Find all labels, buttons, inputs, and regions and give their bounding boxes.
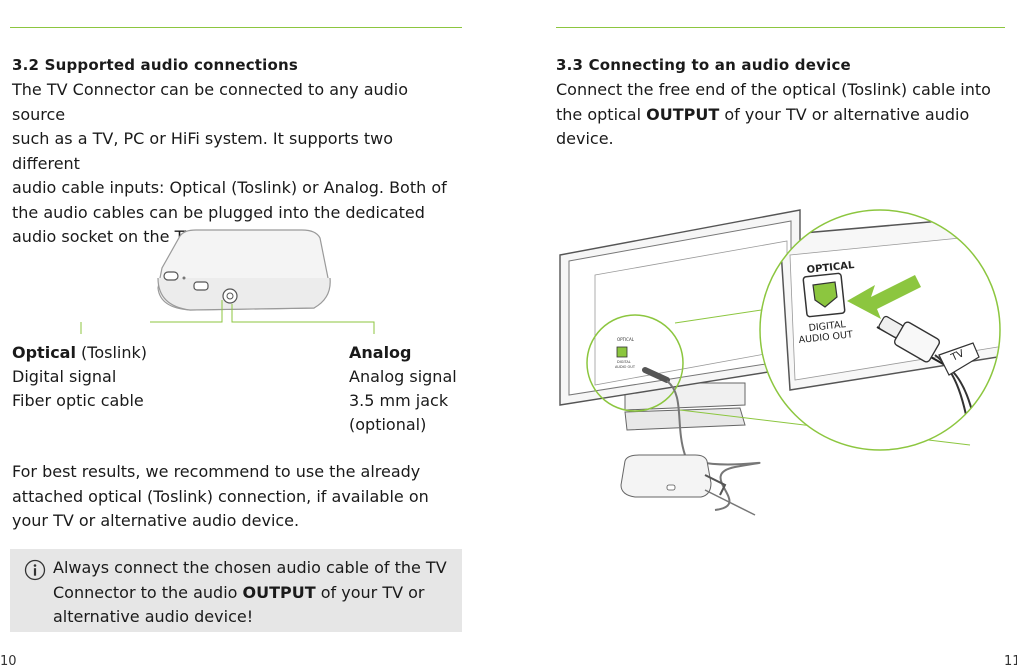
analog-line: 3.5 mm jack (349, 391, 449, 410)
intro-line: such as a TV, PC or HiFi system. It supp… (12, 129, 394, 173)
optical-line: Digital signal (12, 367, 117, 386)
note-output-bold: OUTPUT (242, 582, 316, 602)
note-line: Connector to the audio (53, 582, 243, 602)
port-label-optical: OPTICAL (806, 260, 855, 276)
top-rule-left (10, 27, 462, 28)
note-box: Always connect the chosen audio cable of… (10, 549, 462, 632)
connect-line: Connect the free end of the optical (Tos… (556, 80, 991, 99)
page-number-right: 11 (1004, 654, 1017, 669)
info-icon (24, 559, 46, 581)
note-text: Always connect the chosen audio cable of… (53, 556, 453, 630)
section-heading-3-2: 3.2 Supported audio connections (12, 56, 299, 74)
tv-connection-illustration: OPTICAL DIGITAL AUDIO OUT OPTICAL DIGITA… (559, 209, 1001, 516)
connect-line: device. (556, 129, 614, 148)
recommend-line: For best results, we recommend to use th… (12, 462, 421, 481)
callout-line-ends (80, 322, 375, 334)
section-heading-3-3: 3.3 Connecting to an audio device (556, 56, 851, 74)
analog-description: Analog Analog signal 3.5 mm jack (option… (349, 341, 457, 437)
recommend-line: attached optical (Toslink) connection, i… (12, 486, 429, 506)
optical-line: Fiber optic cable (12, 391, 144, 410)
analog-line: (optional) (349, 415, 427, 434)
small-port-label-3: AUDIO OUT (615, 365, 636, 369)
tv-connector-device-illustration (150, 229, 375, 328)
connect-output-bold: OUTPUT (646, 104, 720, 124)
recommendation-paragraph: For best results, we recommend to use th… (12, 460, 452, 534)
port-label-digital: DIGITAL (808, 319, 847, 334)
intro-paragraph: The TV Connector can be connected to any… (12, 78, 464, 250)
intro-line: The TV Connector can be connected to any… (12, 80, 409, 124)
analog-line: Analog signal (349, 367, 457, 386)
connect-paragraph: Connect the free end of the optical (Tos… (556, 78, 996, 152)
recommend-line: your TV or alternative audio device. (12, 511, 300, 530)
small-port-label-2: DIGITAL (617, 360, 631, 364)
optical-title-suffix: (Toslink) (75, 343, 147, 362)
page-number-left: 10 (0, 654, 17, 669)
intro-line: the audio cables can be plugged into the… (12, 202, 425, 222)
optical-description: Optical (Toslink) Digital signal Fiber o… (12, 341, 147, 413)
cable-tag-tv: TV (949, 348, 966, 364)
note-line: alternative audio device! (53, 607, 254, 626)
note-line: Always connect the chosen audio cable of… (53, 558, 447, 577)
intro-line: audio cable inputs: Optical (Toslink) or… (12, 178, 447, 197)
small-port-label-1: OPTICAL (617, 337, 635, 342)
analog-title: Analog (349, 343, 412, 362)
note-line: of your TV or (315, 582, 425, 602)
optical-title: Optical (12, 343, 76, 362)
top-rule-right (556, 27, 1005, 28)
connect-line: the optical (556, 104, 647, 124)
connect-line: of your TV or alternative audio (719, 104, 970, 124)
